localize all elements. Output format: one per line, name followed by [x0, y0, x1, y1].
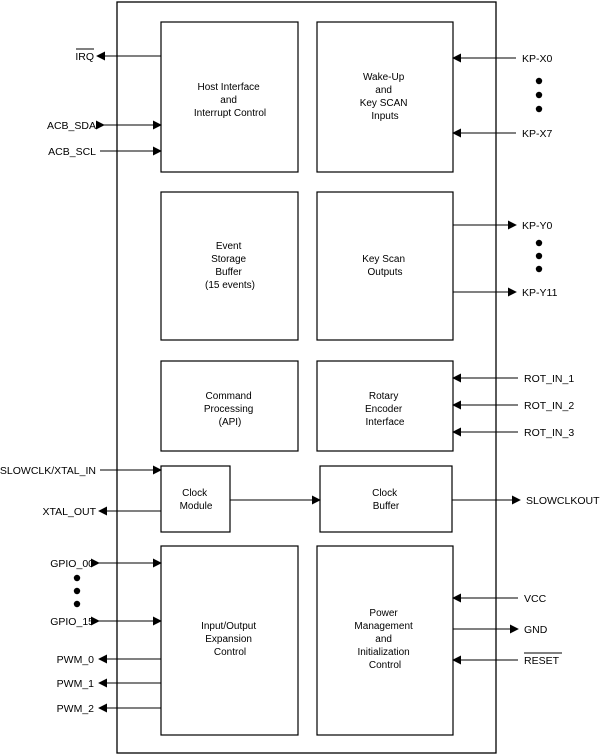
xtal-out-label: XTAL_OUT: [43, 506, 97, 518]
power-management-label: Power Management and Initialization Cont…: [354, 608, 415, 671]
kp-x0-label: KP-X0: [522, 53, 553, 65]
gpio-00-label: GPIO_00: [50, 558, 94, 570]
wakeup-keyscan-block: [316, 21, 454, 173]
rot-in-1-label: ROT_IN_1: [524, 373, 574, 385]
reset-label: RESET: [524, 655, 560, 667]
rotary-encoder-label: Rotary Encoder Interface: [365, 391, 405, 428]
slowclkout-label: SLOWCLKOUT: [526, 495, 600, 507]
io-expansion-label: Input/Output Expansion Control: [201, 621, 259, 658]
kp-y11-label: KP-Y11: [522, 287, 558, 299]
rot-in-3-label: ROT_IN_3: [524, 427, 574, 439]
gnd-label: GND: [524, 624, 548, 636]
keyscan-outputs-label: Key Scan Outputs: [362, 254, 408, 278]
clock-buffer-label: Clock Buffer: [372, 488, 400, 512]
kp-y-ellipsis: [535, 239, 543, 273]
slowclk-xtal-in-label: SLOWCLK/XTAL_IN: [0, 465, 96, 477]
pwm-1-label: PWM_1: [57, 678, 95, 690]
keyscan-outputs-block: [316, 191, 454, 341]
irq-label: IRQ: [75, 51, 94, 63]
host-interface-block: [160, 21, 299, 173]
event-storage-label: Event Storage Buffer (15 events): [205, 241, 255, 291]
pwm-2-label: PWM_2: [57, 703, 95, 715]
io-expansion-block: [160, 545, 299, 736]
event-storage-block: [160, 191, 299, 341]
clock-module-label: Clock Module: [180, 488, 213, 512]
gpio-ellipsis: [73, 574, 81, 608]
rotary-encoder-block: [316, 360, 454, 452]
gpio-15-label: GPIO_15: [50, 616, 94, 628]
kp-y0-label: KP-Y0: [522, 220, 553, 232]
host-interface-label: Host Interface and Interrupt Control: [194, 82, 266, 119]
pwm-0-label: PWM_0: [57, 654, 95, 666]
kp-x7-label: KP-X7: [522, 128, 553, 140]
acb-sda-label: ACB_SDA: [47, 120, 96, 132]
clock-module-block: [160, 465, 231, 533]
vcc-label: VCC: [524, 593, 547, 605]
command-processing-block: [160, 360, 299, 452]
kp-x-ellipsis: [535, 77, 543, 113]
command-processing-label: Command Processing (API): [204, 391, 256, 428]
rot-in-2-label: ROT_IN_2: [524, 400, 574, 412]
clock-buffer-block: [319, 465, 453, 533]
power-management-block: [316, 545, 454, 736]
wakeup-keyscan-label: Wake-Up and Key SCAN Inputs: [360, 72, 411, 122]
acb-scl-label: ACB_SCL: [48, 146, 96, 158]
